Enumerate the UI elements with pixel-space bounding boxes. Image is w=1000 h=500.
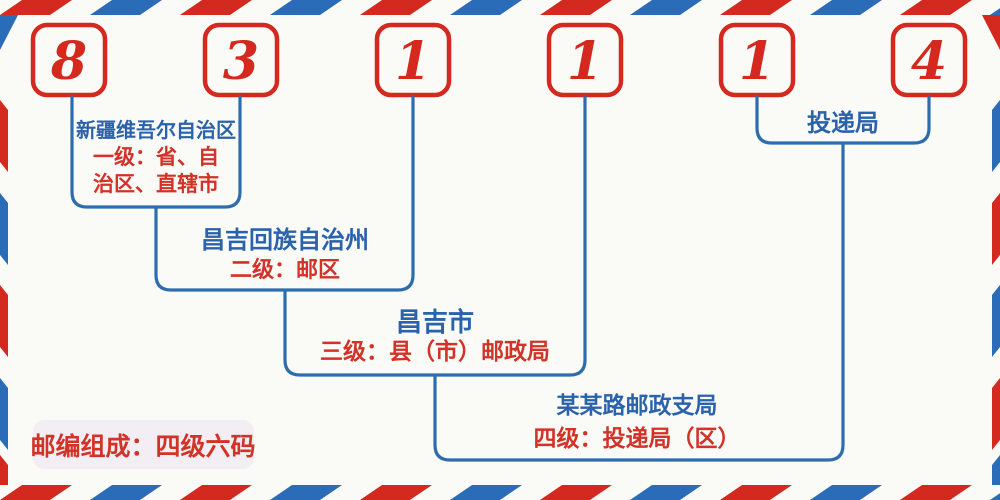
digit-6: 4 <box>911 31 947 92</box>
left-stripe-3 <box>0 285 8 357</box>
level-4-name: 某某路邮政支局 <box>557 392 718 419</box>
digit-1: 8 <box>50 31 87 92</box>
digit-4: 1 <box>567 31 603 92</box>
level-4-annotation: 某某路邮政支局 四级：投递局（区） <box>534 392 741 452</box>
level-2-desc: 二级：邮区 <box>230 257 340 283</box>
digit-glyphs: 8 3 1 1 1 4 <box>50 31 947 92</box>
footer-note-background <box>33 420 254 469</box>
level-1-annotation: 新疆维吾尔自治区 一级：省、自 治区、直辖市 <box>76 118 236 196</box>
airmail-border-top <box>0 0 1000 15</box>
footer-note-text: 邮编组成：四级六码 <box>30 432 255 461</box>
digit-3: 1 <box>395 31 431 92</box>
level-4-bracket <box>433 143 845 462</box>
level-3-name: 昌吉市 <box>396 307 474 338</box>
delivery-office-label: 投递局 <box>807 109 879 137</box>
footer-note: 邮编组成：四级六码 <box>30 420 256 469</box>
corner-stripe-top-right <box>982 15 1000 50</box>
delivery-office-bracket <box>755 95 931 145</box>
digit-5: 1 <box>739 31 775 92</box>
airmail-border-bottom <box>0 485 1000 500</box>
airmail-border-right <box>982 15 1000 485</box>
level-1-desc-line-2: 治区、直辖市 <box>93 172 219 196</box>
digit-box-1 <box>30 22 108 98</box>
level-3-annotation: 昌吉市 三级：县（市）邮政局 <box>320 307 550 365</box>
level-4-desc: 四级：投递局（区） <box>534 425 741 452</box>
right-stripe-3 <box>992 285 1000 357</box>
airmail-border-bottom-band <box>0 485 1000 500</box>
right-stripe-4 <box>992 378 1000 450</box>
level-2-name: 昌吉回族自治州 <box>201 226 369 254</box>
left-stripe-1 <box>0 100 8 172</box>
digit-2: 3 <box>223 31 259 92</box>
right-stripe-5 <box>992 455 1000 485</box>
left-stripe-4 <box>0 378 8 450</box>
left-stripe-2 <box>0 193 8 265</box>
level-1-name: 新疆维吾尔自治区 <box>76 118 236 142</box>
level-1-desc-line-1: 一级：省、自 <box>93 145 219 169</box>
corner-stripe-top-left <box>0 15 18 50</box>
bracket-lines <box>70 95 931 462</box>
right-stripe-1 <box>992 100 1000 172</box>
level-3-desc: 三级：县（市）邮政局 <box>320 338 550 365</box>
right-stripe-2 <box>992 193 1000 265</box>
airmail-border-left <box>0 15 18 485</box>
level-2-annotation: 昌吉回族自治州 二级：邮区 <box>201 226 369 283</box>
left-stripe-5 <box>0 455 8 485</box>
